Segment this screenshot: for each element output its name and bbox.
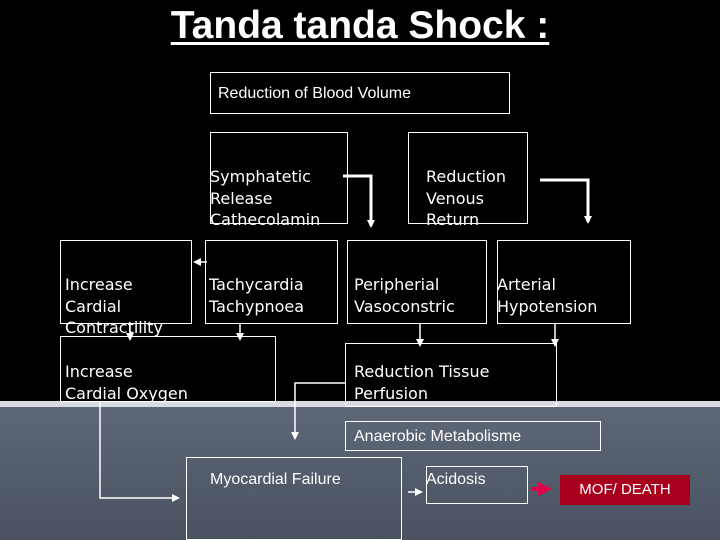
acidosis-label: Acidosis (426, 471, 486, 488)
arrow-perfusion-to-anaerobic (291, 382, 345, 440)
reduction-tissue-perfusion-box (345, 343, 557, 407)
arrow-to-hypotension (540, 178, 592, 224)
reduction-tissue-perfusion-label: Reduction Tissue Perfusion (354, 362, 490, 403)
anaerobic-metabolisme-box (345, 421, 601, 451)
arterial-hypotension-label: Arterial Hypotension (497, 275, 598, 316)
reduction-venous-return-box (408, 132, 528, 224)
mof-death-box: MOF/ DEATH (560, 475, 690, 505)
acidosis-box (426, 466, 528, 504)
increase-cardial-oxygen-label: Increase Cardial Oxygen (65, 362, 188, 403)
tachycardia-label: Tachycardia Tachypnoea (209, 275, 305, 316)
increase-cardial-contractility-label: Increase Cardial Contractility (65, 275, 163, 337)
arrow-to-vasoconstric (343, 174, 375, 228)
reduction-blood-volume-label: Reduction of Blood Volume (218, 85, 412, 102)
tachycardia-box (205, 240, 338, 324)
anaerobic-metabolisme-label: Anaerobic Metabolisme (354, 428, 522, 445)
myocardial-failure-label: Myocardial Failure (210, 471, 341, 488)
band-divider-line (0, 401, 720, 407)
reduction-venous-return-label: Reduction Venous Return (426, 167, 506, 229)
arterial-hypotension-box (497, 240, 631, 324)
peripherial-vasoconstric-box (347, 240, 487, 324)
peripherial-vasoconstric-label: Peripherial Vasoconstric (354, 275, 455, 316)
arrow-oxygen-to-myocardial (99, 402, 180, 502)
increase-cardial-contractility-box (60, 240, 192, 324)
increase-cardial-oxygen-box (60, 336, 276, 402)
reduction-blood-volume-box (210, 72, 510, 114)
slide-title: Tanda tanda Shock : (170, 4, 550, 47)
symphatetic-release-box (210, 132, 348, 224)
symphatetic-release-label: Symphatetic Release Cathecolamin (210, 167, 321, 229)
